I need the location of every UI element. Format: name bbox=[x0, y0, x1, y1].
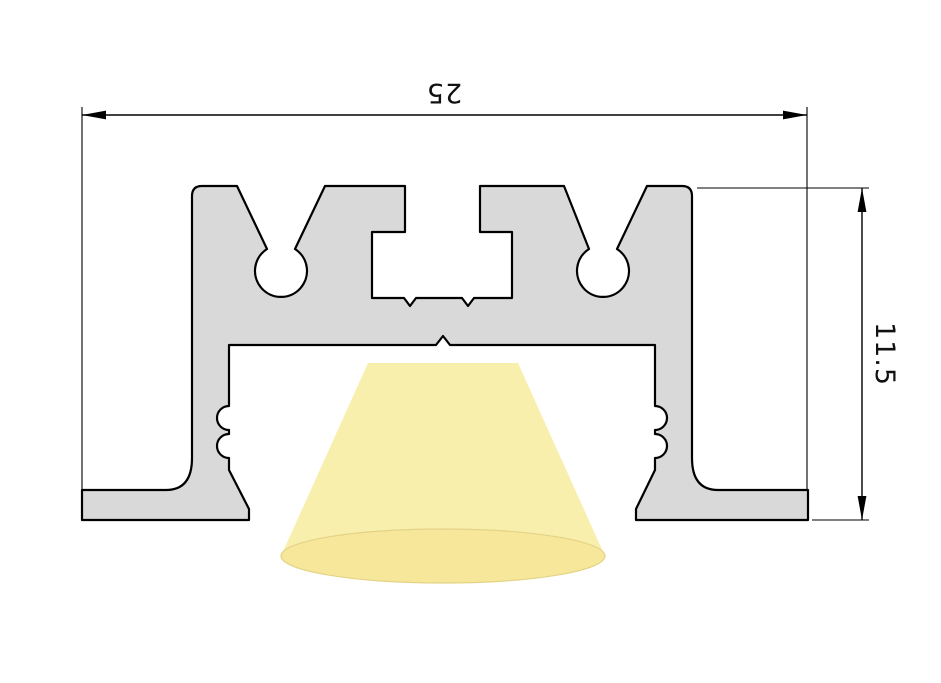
width-arrowhead-right bbox=[783, 110, 807, 120]
width-dimension-label: 25 bbox=[426, 77, 462, 108]
profile-shape bbox=[80, 184, 810, 522]
light-pool-ellipse bbox=[280, 528, 606, 584]
height-dimension: 11.5 bbox=[697, 187, 900, 521]
light-cone bbox=[281, 363, 605, 556]
aluminum-profile bbox=[80, 184, 810, 522]
height-dimension-label: 11.5 bbox=[869, 322, 900, 386]
light-beam bbox=[280, 363, 606, 584]
height-arrowhead-top bbox=[857, 188, 867, 212]
height-arrowhead-bottom bbox=[857, 496, 867, 520]
width-dimension: 25 bbox=[81, 77, 808, 489]
width-arrowhead-left bbox=[82, 110, 106, 120]
